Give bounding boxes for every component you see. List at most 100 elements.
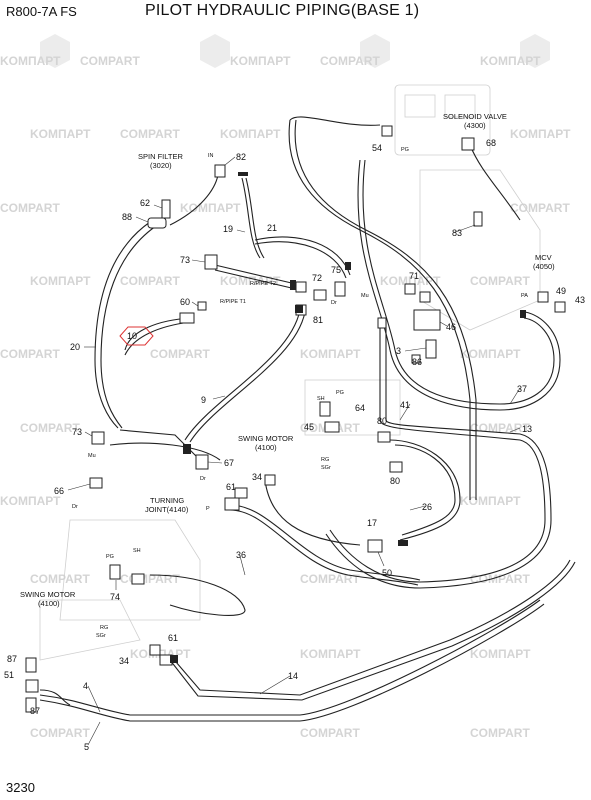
fitting-10: [179, 312, 195, 324]
block-46: [413, 309, 441, 331]
watermark-row-1: KOMПАРТ COMPART KOMПАРТ COMPART KOMПАРТ: [0, 34, 550, 68]
sleeve: [345, 262, 351, 270]
hose-down-a-outer: [362, 159, 396, 351]
hose-pg-long-outer: [294, 119, 477, 500]
part-number: 61: [226, 482, 236, 492]
hose-34: [264, 479, 361, 546]
port-mu-left: Mu: [88, 453, 96, 459]
port-sgr-sm: SGr: [321, 465, 331, 471]
page-title: PILOT HYDRAULIC PIPING(BASE 1): [145, 2, 420, 19]
leader: [87, 721, 101, 746]
part-number: 36: [236, 550, 246, 560]
fitting-80a: [377, 431, 391, 443]
hose-68: [469, 144, 521, 221]
part-number: 3: [396, 346, 401, 356]
part-number: 81: [313, 315, 323, 325]
part-number: 5: [84, 742, 89, 752]
watermark-text: KOMПАРТ: [230, 54, 291, 68]
hose-73-lower: [119, 429, 201, 461]
watermark-row-10: COMPART COMPART COMPART: [30, 726, 530, 740]
watermark-row-8: COMPART COMPART COMPART COMPART: [30, 572, 530, 586]
port-pg-top: PG: [401, 147, 409, 153]
fitting-73a: [204, 254, 218, 270]
port-p-tj: P: [206, 506, 210, 512]
port-mu-mid: Mu: [361, 293, 369, 299]
part-number: 41: [400, 400, 410, 410]
swing-motor-left-code: (4100): [38, 599, 60, 608]
port-pa: PA: [521, 293, 528, 299]
component-labels: SPIN FILTER (3020) SOLENOID VALVE (4300)…: [20, 112, 555, 608]
part-number: 73: [180, 255, 190, 265]
fitting-62: [161, 199, 171, 219]
spin-filter-label: SPIN FILTER: [138, 152, 183, 161]
watermark-text: COMPART: [300, 726, 360, 740]
swing-motor-mid-label: SWING MOTOR: [238, 434, 294, 443]
part-number: 54: [372, 143, 382, 153]
part-number: 9: [201, 395, 206, 405]
hose-73-rpipe: [214, 264, 301, 286]
leader: [224, 156, 236, 166]
fitting-54: [381, 125, 393, 137]
leader: [409, 505, 426, 511]
part-numbers: 82 62 88 19 21 73 72 75 60 81 10 20 9 73…: [4, 138, 585, 752]
hose-74: [149, 574, 246, 616]
part-number: 61: [168, 633, 178, 643]
fitting-87a: [25, 657, 37, 673]
part-number: 71: [409, 271, 419, 281]
watermark-text: COMPART: [150, 347, 210, 361]
leader-lines: [67, 156, 521, 746]
solenoid-valve-body: [394, 84, 491, 156]
fittings: [25, 125, 566, 713]
leader: [153, 204, 163, 209]
fitting-80b: [389, 461, 403, 473]
spin-filter-code: (3020): [150, 161, 172, 170]
part-number: 34: [252, 472, 262, 482]
watermark-text: COMPART: [30, 572, 90, 586]
watermark-row-5: COMPART COMPART KOMПАРТ KOMПАРТ: [0, 347, 521, 361]
hose-13: [329, 320, 546, 583]
fitting-73b: [91, 431, 105, 445]
part-number: 43: [575, 295, 585, 305]
port-rg-left: RG: [100, 625, 108, 631]
watermark-text: KOMПАРТ: [220, 127, 281, 141]
part-number: 51: [4, 670, 14, 680]
watermark-row-2: KOMПАРТ COMPART KOMПАРТ KOMПАРТ: [30, 127, 571, 141]
part-number: 17: [367, 518, 377, 528]
part-number: 21: [267, 223, 277, 233]
fitting-86: [411, 354, 421, 364]
hose-26-outer: [394, 444, 456, 536]
solenoid-block: [444, 94, 476, 118]
watermark-row-4: KOMПАРТ COMPART KOMПАРТ KOMПАРТ COMPART: [30, 274, 530, 288]
hose-14: [169, 559, 571, 696]
hose-9-outer: [189, 311, 306, 443]
watermark-text: COMPART: [20, 421, 80, 435]
watermark-row-7: KOMПАРТ KOMПАРТ: [0, 494, 521, 508]
watermark-text: COMPART: [0, 201, 60, 215]
mcv-label: MCV: [535, 253, 552, 262]
clamp-88: [147, 217, 167, 229]
fitting-74a: [109, 564, 121, 580]
watermark-text: KOMПАРТ: [300, 347, 361, 361]
fitting-83: [473, 211, 483, 227]
part-number: 87: [7, 654, 17, 664]
watermark-text: COMPART: [120, 127, 180, 141]
hose-14-outer: [169, 561, 576, 701]
hose-37-outer: [394, 317, 555, 405]
part-number: 19: [223, 224, 233, 234]
leader: [84, 431, 93, 437]
mcv-body: [419, 169, 541, 331]
watermark-text: COMPART: [470, 572, 530, 586]
fitting-82: [214, 164, 226, 178]
watermark-text: KOMПАРТ: [180, 201, 241, 215]
swing-motor-left-body: [39, 599, 141, 661]
leader: [509, 427, 521, 433]
hose-36-outer: [229, 509, 419, 586]
fitting-67: [195, 454, 209, 470]
part-number: 88: [122, 212, 132, 222]
turning-joint-code: JOINT(4140): [145, 505, 189, 514]
sleeve: [183, 444, 191, 454]
solenoid-valve-label: SOLENOID VALVE: [443, 112, 507, 121]
fitting-61a: [234, 487, 248, 499]
hose-13-outer: [325, 320, 552, 589]
